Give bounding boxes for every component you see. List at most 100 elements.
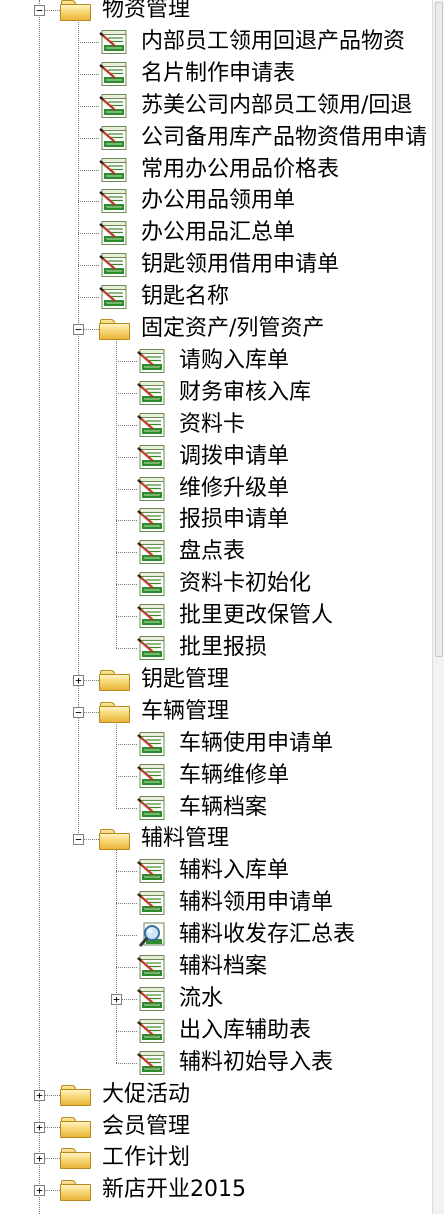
tree-connector-stub <box>78 201 99 203</box>
tree-connector-stub <box>116 775 137 777</box>
tree-connector-stub <box>39 1126 60 1128</box>
folder-icon <box>99 701 130 723</box>
expand-toggle-icon[interactable]: + <box>73 674 84 686</box>
tree-node-label: 请购入库单 <box>179 347 290 373</box>
tree-connector-stub <box>116 871 137 873</box>
tree-connector-stub <box>116 998 137 1000</box>
form-document-icon <box>137 1050 167 1076</box>
folder-icon <box>99 829 130 851</box>
form-document-icon <box>99 125 129 151</box>
tree-node-label: 批里报损 <box>179 635 268 660</box>
tree-connector-stub <box>78 265 99 267</box>
tree-node-label: 财务审核入库 <box>179 379 312 405</box>
tree-connector-stub <box>116 392 137 394</box>
form-document-icon <box>137 507 167 533</box>
tree-node-label: 资料卡 <box>179 411 246 437</box>
tree-node-label: 车辆维修单 <box>179 762 290 788</box>
form-document-icon <box>137 539 167 565</box>
form-document-icon <box>137 444 167 470</box>
tree-connector-stub <box>39 1094 60 1096</box>
form-document-icon <box>137 412 167 438</box>
tree-node-label: 维修升级单 <box>179 475 290 501</box>
tree-connector-stub <box>78 711 99 713</box>
tree-connector-line <box>116 335 117 648</box>
tree-connector-stub <box>116 488 137 490</box>
tree-connector-stub <box>39 1158 60 1160</box>
form-document-icon <box>137 571 167 597</box>
folder-icon <box>60 0 91 21</box>
tree-node-label: 流水 <box>179 985 224 1011</box>
tree-node-label: 辅料入库单 <box>179 858 290 884</box>
tree-connector-stub <box>78 137 99 139</box>
expand-toggle-icon[interactable]: + <box>34 1089 45 1101</box>
tree-node-label: 辅料领用申请单 <box>179 890 334 916</box>
folder-icon <box>99 319 130 340</box>
tree-node-label: 盘点表 <box>179 539 246 565</box>
tree-node-label: 报损申请单 <box>179 507 290 533</box>
tree-node-label: 车辆管理 <box>141 698 230 724</box>
form-document-icon <box>99 61 129 87</box>
tree-node-label: 辅料管理 <box>141 826 230 852</box>
form-document-icon <box>137 603 167 629</box>
tree-node-label: 名片制作申请表 <box>141 60 296 86</box>
expand-toggle-icon[interactable]: + <box>34 1121 45 1133</box>
folder-icon <box>60 1116 91 1138</box>
tree-connector-stub <box>116 1030 137 1032</box>
collapse-toggle-icon[interactable]: − <box>73 706 84 718</box>
form-document-icon <box>137 1018 167 1044</box>
tree-connector-stub <box>116 903 137 905</box>
tree-node-label: 车辆使用申请单 <box>179 730 334 756</box>
collapse-toggle-icon[interactable]: − <box>34 5 45 16</box>
folder-icon <box>60 1148 91 1170</box>
tree-connector-stub <box>116 648 137 649</box>
form-document-icon <box>99 29 129 55</box>
tree-connector-stub <box>116 552 137 554</box>
form-document-icon <box>137 635 167 661</box>
folder-icon <box>60 1180 91 1202</box>
tree-connector-stub <box>78 169 99 171</box>
expand-toggle-icon[interactable]: + <box>34 1153 45 1165</box>
tree-connector-stub <box>78 233 99 235</box>
tree-node-label: 内部员工领用回退产品物资 <box>141 28 406 54</box>
form-document-icon <box>137 763 167 789</box>
report-magnifier-icon <box>137 921 167 949</box>
form-document-icon <box>99 220 129 246</box>
tree-connector-stub <box>116 616 137 618</box>
form-document-icon <box>99 252 129 278</box>
tree-root-connector-line <box>39 0 40 1214</box>
tree-node-label: 物资管理 <box>102 0 191 22</box>
tree-connector-stub <box>78 329 99 330</box>
tree-connector-stub <box>78 73 99 75</box>
tree-connector-stub <box>116 935 137 937</box>
tree-connector-stub <box>116 360 137 362</box>
tree-connector-stub <box>116 743 137 745</box>
form-document-icon <box>137 795 167 821</box>
folder-icon <box>99 669 130 691</box>
tree-node-label: 会员管理 <box>102 1113 191 1139</box>
tree-connector-line <box>78 16 79 840</box>
tree-node-label: 工作计划 <box>102 1145 191 1171</box>
expand-toggle-icon[interactable]: + <box>34 1185 45 1197</box>
tree-node-label: 批里更改保管人 <box>179 603 334 629</box>
tree-connector-line <box>116 717 117 808</box>
tree-connector-stub <box>39 10 60 11</box>
form-document-icon <box>137 476 167 502</box>
tree-connector-stub <box>39 1190 60 1192</box>
tree-node-label: 苏美公司内部员工领用/回退 <box>141 92 413 118</box>
tree-connector-stub <box>116 520 137 522</box>
tree-node-label: 常用办公用品价格表 <box>141 156 340 182</box>
tree-connector-stub <box>78 41 99 43</box>
tree-node-label: 辅料档案 <box>179 954 268 979</box>
folder-icon <box>60 1084 91 1106</box>
form-document-icon <box>137 890 167 916</box>
form-document-icon <box>99 157 129 183</box>
collapse-toggle-icon[interactable]: − <box>73 834 84 846</box>
collapse-toggle-icon[interactable]: − <box>73 324 84 335</box>
tree-node-label: 辅料初始导入表 <box>179 1049 334 1075</box>
vertical-scrollbar-thumb[interactable] <box>435 2 443 657</box>
tree-node-label: 钥匙名称 <box>141 284 230 310</box>
tree-node-label: 调拨申请单 <box>179 443 290 469</box>
expand-toggle-icon[interactable]: + <box>111 993 122 1005</box>
tree-connector-stub <box>116 1062 137 1064</box>
form-document-icon <box>99 188 129 214</box>
